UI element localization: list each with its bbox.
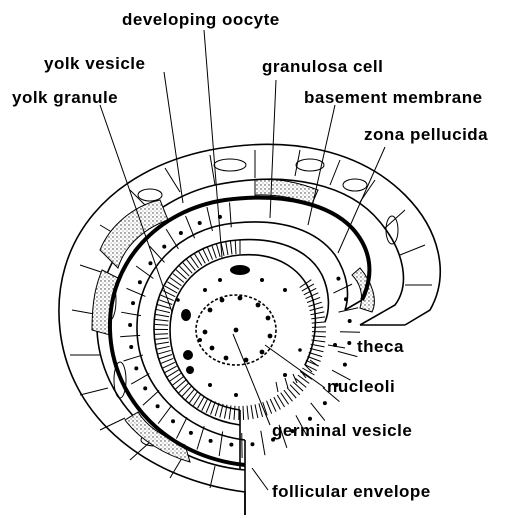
zona-striation	[216, 243, 220, 256]
zona-striation	[307, 356, 320, 361]
zona-striation	[159, 354, 172, 359]
granulosa-cell-nucleus	[250, 442, 254, 446]
granulosa-cell-wall	[333, 284, 352, 293]
granulosa-cell-wall	[166, 229, 178, 249]
zona-striation	[247, 406, 248, 420]
zona-striation	[159, 300, 172, 305]
granulosa-cell-wall	[261, 431, 265, 455]
granulosa-cell-nucleus	[131, 301, 135, 305]
granulosa-cell-nucleus	[198, 221, 202, 225]
germinal-vesicle	[196, 295, 276, 365]
label-nucleoli: nucleoli	[327, 377, 395, 396]
zona-striation	[243, 406, 244, 420]
granulosa-cell-nucleus	[229, 443, 233, 447]
zona-striation	[154, 324, 168, 325]
granulosa-cell-nucleus	[209, 439, 213, 443]
zona-striation	[162, 362, 175, 368]
granulosa-cell-nucleus	[189, 431, 193, 435]
nucleolus	[208, 308, 213, 313]
follicular-envelope-wall	[59, 144, 440, 515]
nucleolus	[224, 356, 229, 361]
nucleolus	[203, 330, 208, 335]
granulosa-cell-nucleus	[134, 366, 138, 370]
label-follicular-envelope: follicular envelope	[272, 482, 431, 501]
granulosa-cell-wall	[124, 355, 143, 361]
granulosa-cell-nucleus	[179, 231, 183, 235]
zona-striation	[310, 307, 324, 311]
granulosa-cell-nucleus	[171, 419, 175, 423]
zona-striation	[206, 400, 212, 413]
zona-striation	[207, 247, 212, 260]
label-zona-pellucida: zona pellucida	[364, 125, 488, 144]
nucleolus	[256, 303, 261, 308]
granulosa-cell-wall	[338, 351, 358, 356]
granulosa-cell-nucleus	[347, 341, 351, 345]
zona-striation	[235, 240, 236, 254]
granulosa-cell-wall	[158, 405, 172, 423]
granulosa-cell-nucleus	[323, 401, 327, 405]
granulosa-cell-wall	[176, 417, 187, 438]
zona-striation	[155, 342, 169, 344]
granulosa-cell-nucleus	[343, 363, 347, 367]
label-theca: theca	[357, 337, 404, 356]
nucleolus	[210, 346, 215, 351]
granulosa-cell-wall	[311, 403, 325, 421]
developing-oocyte	[170, 255, 315, 410]
label-germinal-vesicle: germinal vesicle	[272, 421, 412, 440]
label-basement-membrane: basement membrane	[304, 88, 483, 107]
granulosa-cell-nucleus	[344, 297, 348, 301]
label-yolk-granule: yolk granule	[12, 88, 118, 107]
zona-striation	[156, 309, 170, 312]
zona-striation	[157, 305, 170, 309]
nucleolus	[260, 350, 265, 355]
granulosa-cell-wall	[136, 266, 153, 279]
zona-striation	[251, 405, 253, 419]
zona-striation	[270, 399, 276, 412]
zona-striation	[311, 312, 325, 315]
nucleolus	[268, 334, 273, 339]
zona-striation	[155, 319, 169, 321]
zona-striation	[312, 322, 326, 323]
zona-striation	[157, 350, 170, 354]
granulosa-cell-nucleus	[128, 323, 132, 327]
label-granulosa-cell: granulosa cell	[262, 57, 383, 76]
zona-striation	[154, 334, 168, 335]
nucleolus	[238, 296, 243, 301]
granulosa-cell-wall	[197, 426, 204, 449]
zona-striation	[160, 358, 173, 363]
granulosa-cell-nucleus	[148, 261, 152, 265]
granulosa-cell-nucleus	[348, 319, 352, 323]
zona-striation	[212, 245, 217, 258]
zona-striation	[156, 346, 170, 349]
zona-striation	[308, 302, 321, 306]
granulosa-cell-nucleus	[129, 345, 133, 349]
zona-striation	[154, 338, 168, 339]
granulosa-cell-wall	[131, 374, 149, 385]
nucleolus	[266, 316, 271, 321]
nucleolus	[234, 328, 239, 333]
zona-striation	[234, 406, 235, 420]
granulosa-cell-nucleus	[143, 386, 147, 390]
granulosa-cell-nucleus	[156, 404, 160, 408]
zona-striation	[230, 241, 232, 255]
nucleolus	[220, 298, 225, 303]
granulosa-cell-wall	[143, 391, 159, 406]
zona-striation	[226, 241, 228, 255]
granulosa-cell-nucleus	[336, 277, 340, 281]
zona-striation	[311, 317, 325, 319]
label-yolk-vesicle: yolk vesicle	[44, 54, 145, 73]
granulosa-cell-wall	[186, 216, 195, 238]
zona-striation	[155, 314, 169, 316]
zona-striation	[267, 401, 272, 414]
label-developing-oocyte: developing oocyte	[122, 10, 280, 29]
granulosa-cell-nucleus	[138, 280, 142, 284]
granulosa-cell-nucleus	[162, 245, 166, 249]
zona-striation	[255, 404, 258, 418]
